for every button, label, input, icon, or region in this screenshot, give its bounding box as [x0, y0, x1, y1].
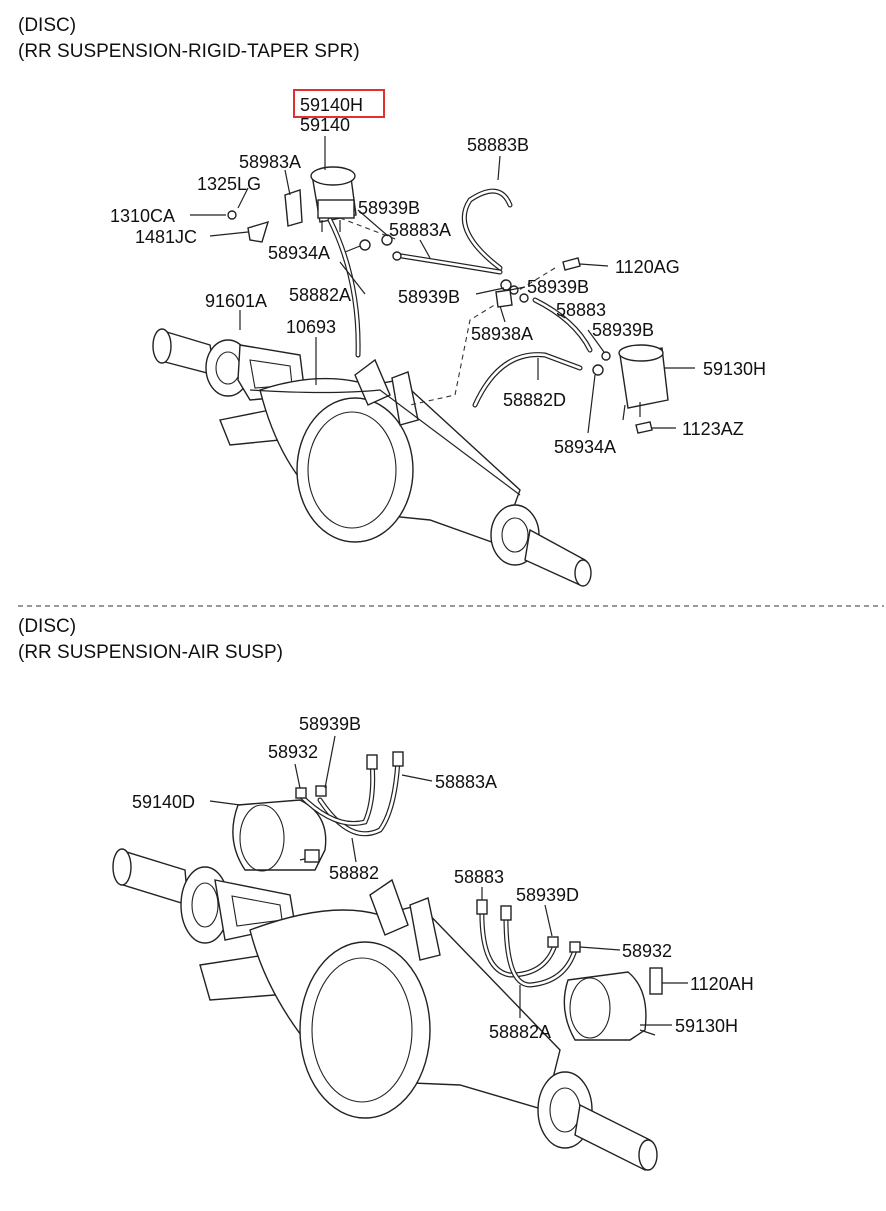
part-label-58939b-c[interactable]: 58939B: [527, 277, 589, 297]
part-label-59130h-b[interactable]: 59130H: [675, 1016, 738, 1036]
highlight-box-59140h: [293, 89, 385, 118]
part-label-58882d[interactable]: 58882D: [503, 390, 566, 410]
part-label-59140[interactable]: 59140: [300, 115, 350, 135]
part-label-58882a-b[interactable]: 58882A: [489, 1022, 551, 1042]
brake-chamber-59140d: [232, 799, 327, 872]
part-label-58883[interactable]: 58883: [556, 300, 606, 320]
brake-chamber-59140h: [310, 166, 357, 232]
part-label-58883a[interactable]: 58883A: [389, 220, 451, 240]
section1-title-line2: (RR SUSPENSION-RIGID-TAPER SPR): [18, 41, 360, 62]
part-label-58939b-a[interactable]: 58939B: [358, 198, 420, 218]
part-label-58939b-d[interactable]: 58939B: [592, 320, 654, 340]
part-label-58939b-b[interactable]: 58939B: [398, 287, 460, 307]
part-label-1120ah[interactable]: 1120AH: [690, 974, 754, 994]
section2-title-line2: (RR SUSPENSION-AIR SUSP): [18, 642, 283, 663]
part-label-1310ca[interactable]: 1310CA: [110, 206, 175, 226]
part-label-58883a-b[interactable]: 58883A: [435, 772, 497, 792]
part-label-58934a-a[interactable]: 58934A: [268, 243, 330, 263]
bracket-58983a: [284, 189, 303, 227]
part-label-1123az[interactable]: 1123AZ: [682, 419, 744, 439]
part-label-58932-b[interactable]: 58932: [622, 941, 672, 961]
part-label-59140d[interactable]: 59140D: [132, 792, 195, 812]
part-label-58882[interactable]: 58882: [329, 863, 379, 883]
part-label-1325lg[interactable]: 1325LG: [197, 174, 261, 194]
part-label-58883b[interactable]: 58883B: [467, 135, 529, 155]
part-label-10693[interactable]: 10693: [286, 317, 336, 337]
part-label-59140h[interactable]: 59140H: [300, 95, 363, 115]
part-label-58934a-b[interactable]: 58934A: [554, 437, 616, 457]
clamp-1481jc: [247, 220, 270, 243]
part-label-58983a[interactable]: 58983A: [239, 152, 301, 172]
rigid-axle-drawing: [152, 328, 592, 587]
section2-title-line1: (DISC): [18, 616, 76, 637]
part-label-58932-a[interactable]: 58932: [268, 742, 318, 762]
part-label-1481jc[interactable]: 1481JC: [135, 227, 197, 247]
leaders-section1: [190, 136, 695, 434]
brake-chamber-59130h: [618, 344, 669, 421]
brake-chamber-59130h-b: [563, 967, 663, 1041]
part-label-58938a[interactable]: 58938A: [471, 324, 533, 344]
part-label-58939d[interactable]: 58939D: [516, 885, 579, 905]
part-label-58882a[interactable]: 58882A: [289, 285, 351, 305]
part-label-1120ag[interactable]: 1120AG: [615, 257, 680, 277]
section1-title-line1: (DISC): [18, 15, 76, 36]
part-label-91601a[interactable]: 91601A: [205, 291, 267, 311]
nut-1310ca: [227, 210, 237, 220]
part-label-58883-b[interactable]: 58883: [454, 867, 504, 887]
leaders-section2: [209, 735, 688, 1026]
part-label-59130h[interactable]: 59130H: [703, 359, 766, 379]
hose-58882a-b: [503, 909, 578, 988]
air-susp-axle-drawing: [112, 848, 658, 1172]
part-label-58939b-e[interactable]: 58939B: [299, 714, 361, 734]
